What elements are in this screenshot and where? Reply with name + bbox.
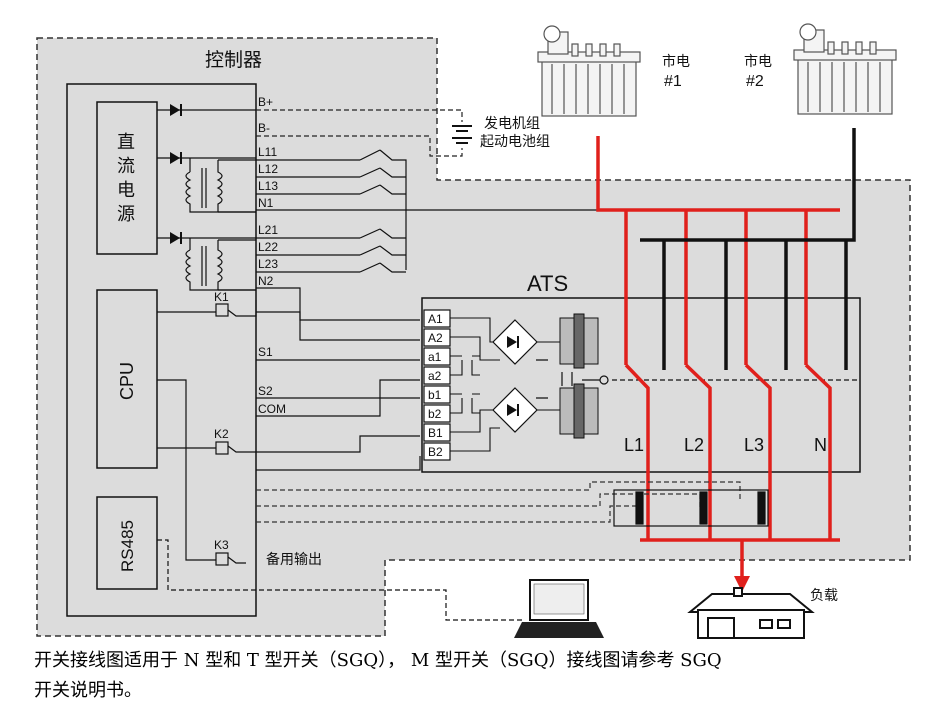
- battery-wires: [256, 109, 463, 157]
- terminal-label: COM: [258, 402, 286, 416]
- current-transformer-icon: [613, 489, 769, 527]
- terminal-label: S2: [258, 384, 273, 398]
- house-icon: [687, 587, 815, 639]
- mains1-label-2: #1: [664, 73, 682, 90]
- rs485-cable: [157, 539, 522, 621]
- caption-line-1: 开关接线图适用于 N 型和 T 型开关（SGQ）， M 型开关（SGQ）接线图请…: [34, 650, 722, 671]
- cpu-label: CPU: [117, 362, 137, 400]
- dc-power-box: [96, 101, 158, 255]
- terminal-label: B-: [258, 121, 270, 135]
- transformer-coil-icon: [185, 158, 256, 291]
- ats-terminal-label: B2: [428, 445, 443, 459]
- load-arrow-icon: [734, 576, 750, 592]
- terminal-label: L11: [258, 145, 277, 159]
- dc-power-char-4: 源: [117, 204, 135, 224]
- battery-icon: [452, 125, 472, 144]
- caption: 开关接线图适用于 N 型和 T 型开关（SGQ）， M 型开关（SGQ）接线图请…: [34, 646, 934, 706]
- terminal-label: N2: [258, 274, 274, 288]
- rectifier-diode-icon: [507, 336, 519, 416]
- ats-terminal-label: b1: [428, 388, 442, 402]
- dc-power-char-2: 流: [117, 156, 135, 176]
- ats-terminal-label: a2: [428, 369, 442, 383]
- ats-terminal-labels: A1 A2 a1 a2 b1 b2 B1 B2: [428, 312, 443, 459]
- wiring-diagram: 控制器 直 流 电 源 CPU RS485 B+ B- L11 L12 L: [36, 23, 911, 639]
- mains1-bus: [596, 136, 840, 578]
- pole-label-l2: L2: [684, 435, 704, 455]
- relay-label-k3: K3: [214, 538, 229, 552]
- load-label: 负载: [810, 587, 838, 603]
- rs485-label: RS485: [118, 520, 137, 572]
- rs485-box: [96, 496, 158, 590]
- terminal-label: L12: [258, 162, 278, 176]
- mains2-label-2: #2: [746, 73, 764, 90]
- relay-k1: [157, 300, 420, 321]
- terminal-label: L21: [258, 223, 278, 237]
- pole-label-n: N: [814, 435, 827, 455]
- mains2-bus: [640, 128, 856, 370]
- dc-power-char-1: 直: [117, 132, 135, 152]
- ats-title: ATS: [527, 271, 568, 296]
- ats-terminal-label: a1: [428, 350, 442, 364]
- battery-label-2: 起动电池组: [480, 133, 550, 149]
- cpu-box: [96, 289, 158, 469]
- controller-terminals: B+ B- L11 L12 L13 N1 L21 L22 L23 N2 S1 S…: [258, 95, 286, 416]
- terminal-label: L22: [258, 240, 278, 254]
- relay-label-k1: K1: [214, 290, 229, 304]
- transformer-icon: [537, 25, 641, 117]
- mains1-label-1: 市电: [662, 53, 690, 69]
- relay-k3: [157, 379, 246, 566]
- transformer-icon: [793, 23, 897, 115]
- ats-terminal-label: B1: [428, 426, 443, 440]
- relay-label-k2: K2: [214, 427, 229, 441]
- terminal-label: S1: [258, 345, 273, 359]
- pole-label-l1: L1: [624, 435, 644, 455]
- caption-line-2: 开关说明书。: [34, 680, 142, 701]
- terminal-label: N1: [258, 196, 274, 210]
- pole-label-l3: L3: [744, 435, 764, 455]
- spare-output-label: 备用输出: [266, 551, 322, 567]
- ats-terminal-label: A2: [428, 331, 443, 345]
- terminal-label: B+: [258, 95, 273, 109]
- controller-inner-box: [66, 83, 257, 617]
- ats-terminal-label: A1: [428, 312, 443, 326]
- controller-title: 控制器: [205, 49, 262, 71]
- dc-power-char-3: 电: [117, 180, 135, 200]
- battery-label-1: 发电机组: [484, 115, 540, 131]
- ats-terminal-label: b2: [428, 407, 442, 421]
- mains2-label-1: 市电: [744, 53, 772, 69]
- ats-coil-icon: [559, 313, 599, 439]
- terminal-label: L13: [258, 179, 278, 193]
- terminal-label: L23: [258, 257, 278, 271]
- laptop-icon: [514, 579, 604, 638]
- control-wires: [256, 359, 421, 471]
- ats-mechanism: [536, 359, 860, 399]
- current-transformer-leads: [256, 481, 741, 523]
- diode-icon: [170, 104, 182, 244]
